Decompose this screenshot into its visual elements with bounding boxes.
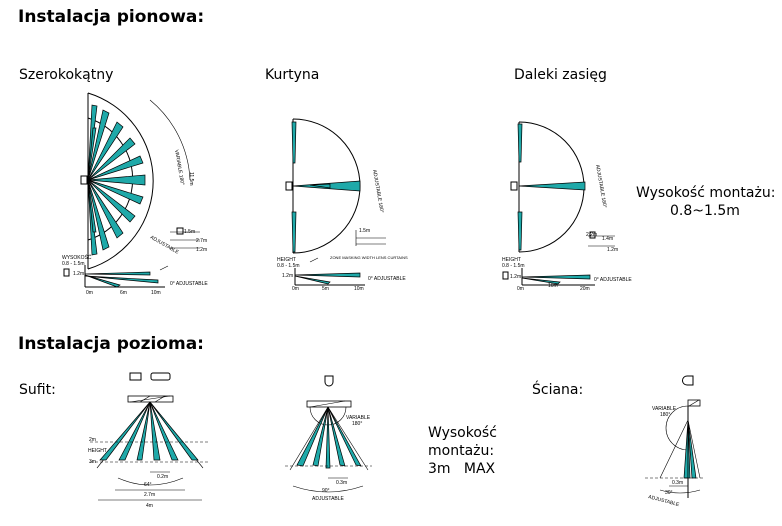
svg-text:10m: 10m bbox=[548, 283, 558, 289]
svg-text:180°: 180° bbox=[660, 412, 670, 418]
horizontal-mount-line1: Wysokość bbox=[428, 425, 497, 441]
curtain-diagram: ADJUSTABLE 180° ZONE MASKING WIDTH LENS … bbox=[277, 118, 408, 292]
svg-text:1.2m: 1.2m bbox=[607, 247, 618, 253]
svg-text:0.8 - 1.5m: 0.8 - 1.5m bbox=[277, 263, 300, 269]
wide-beam bbox=[87, 174, 146, 186]
ceiling-variable-diagram: VARIABLE 180° 0.3m 90° ADJUSTABLE bbox=[285, 375, 372, 502]
wide-range-annotation: 11.5m bbox=[188, 172, 194, 186]
vertical-section-title: Instalacja pionowa: bbox=[18, 7, 205, 27]
wide-beam bbox=[87, 179, 144, 205]
curtain-sensor-icon bbox=[285, 181, 293, 191]
wide-beam bbox=[87, 121, 124, 181]
label-long-range: Daleki zasięg bbox=[514, 67, 607, 83]
wide-beam bbox=[87, 179, 136, 223]
svg-text:0.3m: 0.3m bbox=[672, 480, 683, 486]
wide-sensor-icon bbox=[80, 175, 88, 185]
wide-beam bbox=[87, 127, 97, 181]
svg-text:2m: 2m bbox=[89, 437, 96, 443]
svg-text:0° ADJUSTABLE: 0° ADJUSTABLE bbox=[170, 281, 208, 287]
svg-text:5m: 5m bbox=[322, 286, 329, 292]
svg-text:HEIGHT: HEIGHT bbox=[88, 448, 107, 454]
svg-text:HEIGHT: HEIGHT bbox=[277, 257, 296, 263]
svg-text:4m: 4m bbox=[146, 503, 153, 509]
svg-text:0.8 - 1.5m: 0.8 - 1.5m bbox=[502, 263, 525, 269]
horizontal-mount-line2: montażu: bbox=[428, 443, 495, 459]
svg-text:2.7m: 2.7m bbox=[144, 492, 155, 498]
svg-text:1.2m: 1.2m bbox=[282, 273, 293, 279]
ceiling-sensor-side-icon bbox=[129, 372, 142, 381]
svg-text:90°: 90° bbox=[322, 488, 330, 494]
label-wall: Ściana: bbox=[532, 382, 584, 398]
svg-text:VARIABLE: VARIABLE bbox=[652, 406, 677, 412]
svg-text:0° ADJUSTABLE: 0° ADJUSTABLE bbox=[594, 277, 632, 283]
svg-text:1.5m: 1.5m bbox=[184, 229, 195, 235]
svg-text:10m: 10m bbox=[354, 286, 364, 292]
wide-beam bbox=[87, 109, 110, 181]
svg-text:2.2m: 2.2m bbox=[586, 232, 597, 238]
wide-beam bbox=[87, 179, 110, 251]
ceiling-sensor-front-icon bbox=[150, 372, 171, 381]
long-range-sensor-icon bbox=[510, 181, 518, 191]
svg-text:30°: 30° bbox=[665, 490, 673, 496]
vertical-mount-height-value: 0.8~1.5m bbox=[670, 203, 740, 219]
wide-beam bbox=[87, 179, 124, 239]
svg-text:ADJUSTABLE: ADJUSTABLE bbox=[312, 496, 345, 502]
svg-text:0.8 - 1.5m: 0.8 - 1.5m bbox=[62, 261, 85, 267]
svg-text:VARIABLE: VARIABLE bbox=[346, 415, 371, 421]
svg-text:10m: 10m bbox=[151, 290, 161, 296]
wide-beam bbox=[87, 137, 136, 181]
svg-text:WYSOKOŚĆ: WYSOKOŚĆ bbox=[62, 253, 92, 261]
wide-outer-arc bbox=[87, 92, 154, 270]
svg-text:0m: 0m bbox=[517, 286, 524, 292]
svg-text:0m: 0m bbox=[292, 286, 299, 292]
svg-text:ZONE MASKING WIDTH LENS CURTAI: ZONE MASKING WIDTH LENS CURTAINS bbox=[330, 255, 408, 260]
wide-beam bbox=[87, 155, 144, 181]
label-ceiling: Sufit: bbox=[19, 382, 56, 398]
svg-text:1.2m: 1.2m bbox=[196, 247, 207, 253]
wide-arc-annotation: VARIABLE 180° bbox=[173, 149, 185, 185]
svg-text:3m: 3m bbox=[89, 459, 96, 465]
ceiling-diagram: 2m HEIGHT 3m 0.2m 64° 2.7m 4m bbox=[88, 372, 210, 509]
ceiling-variable-sensor-icon bbox=[324, 375, 334, 387]
svg-text:0m: 0m bbox=[86, 290, 93, 296]
svg-text:ADJUSTABLE: ADJUSTABLE bbox=[647, 494, 680, 508]
wall-diagram: VARIABLE 180° 0.3m 30° ADJUSTABLE bbox=[645, 375, 705, 508]
svg-text:1.5m: 1.5m bbox=[359, 228, 370, 234]
svg-text:180°: 180° bbox=[352, 421, 362, 427]
wide-beam bbox=[87, 179, 97, 233]
horizontal-section-title: Instalacja pozioma: bbox=[18, 334, 204, 354]
svg-text:ADJUSTABLE 180°: ADJUSTABLE 180° bbox=[594, 164, 607, 208]
svg-text:1.2m: 1.2m bbox=[73, 271, 84, 277]
wide-angle-diagram: VARIABLE 180° 11.5m ADJUSTABLE 1.5m 2.7m… bbox=[62, 92, 208, 296]
label-wide-angle: Szerokokątny bbox=[19, 67, 114, 83]
svg-text:20m: 20m bbox=[580, 286, 590, 292]
horizontal-mount-line3: 3m MAX bbox=[428, 461, 496, 477]
long-range-diagram: ADJUSTABLE 180° 2.2m 1.4m 1.2m HEIGHT 0.… bbox=[502, 121, 632, 292]
vertical-mount-height-label: Wysokość montażu: bbox=[636, 185, 776, 201]
svg-text:6m: 6m bbox=[120, 290, 127, 296]
svg-text:0° ADJUSTABLE: 0° ADJUSTABLE bbox=[368, 276, 406, 282]
svg-text:0.2m: 0.2m bbox=[157, 474, 168, 480]
svg-text:1.2m: 1.2m bbox=[510, 274, 521, 280]
wall-sensor-icon bbox=[682, 375, 694, 386]
svg-text:HEIGHT: HEIGHT bbox=[502, 257, 521, 263]
svg-text:ADJUSTABLE 180°: ADJUSTABLE 180° bbox=[371, 169, 384, 213]
svg-text:1.4m: 1.4m bbox=[602, 236, 613, 242]
svg-text:0.3m: 0.3m bbox=[336, 480, 347, 486]
wide-adjustable-annotation: ADJUSTABLE bbox=[149, 235, 180, 256]
svg-text:2.7m: 2.7m bbox=[196, 238, 207, 244]
label-curtain: Kurtyna bbox=[265, 67, 320, 83]
